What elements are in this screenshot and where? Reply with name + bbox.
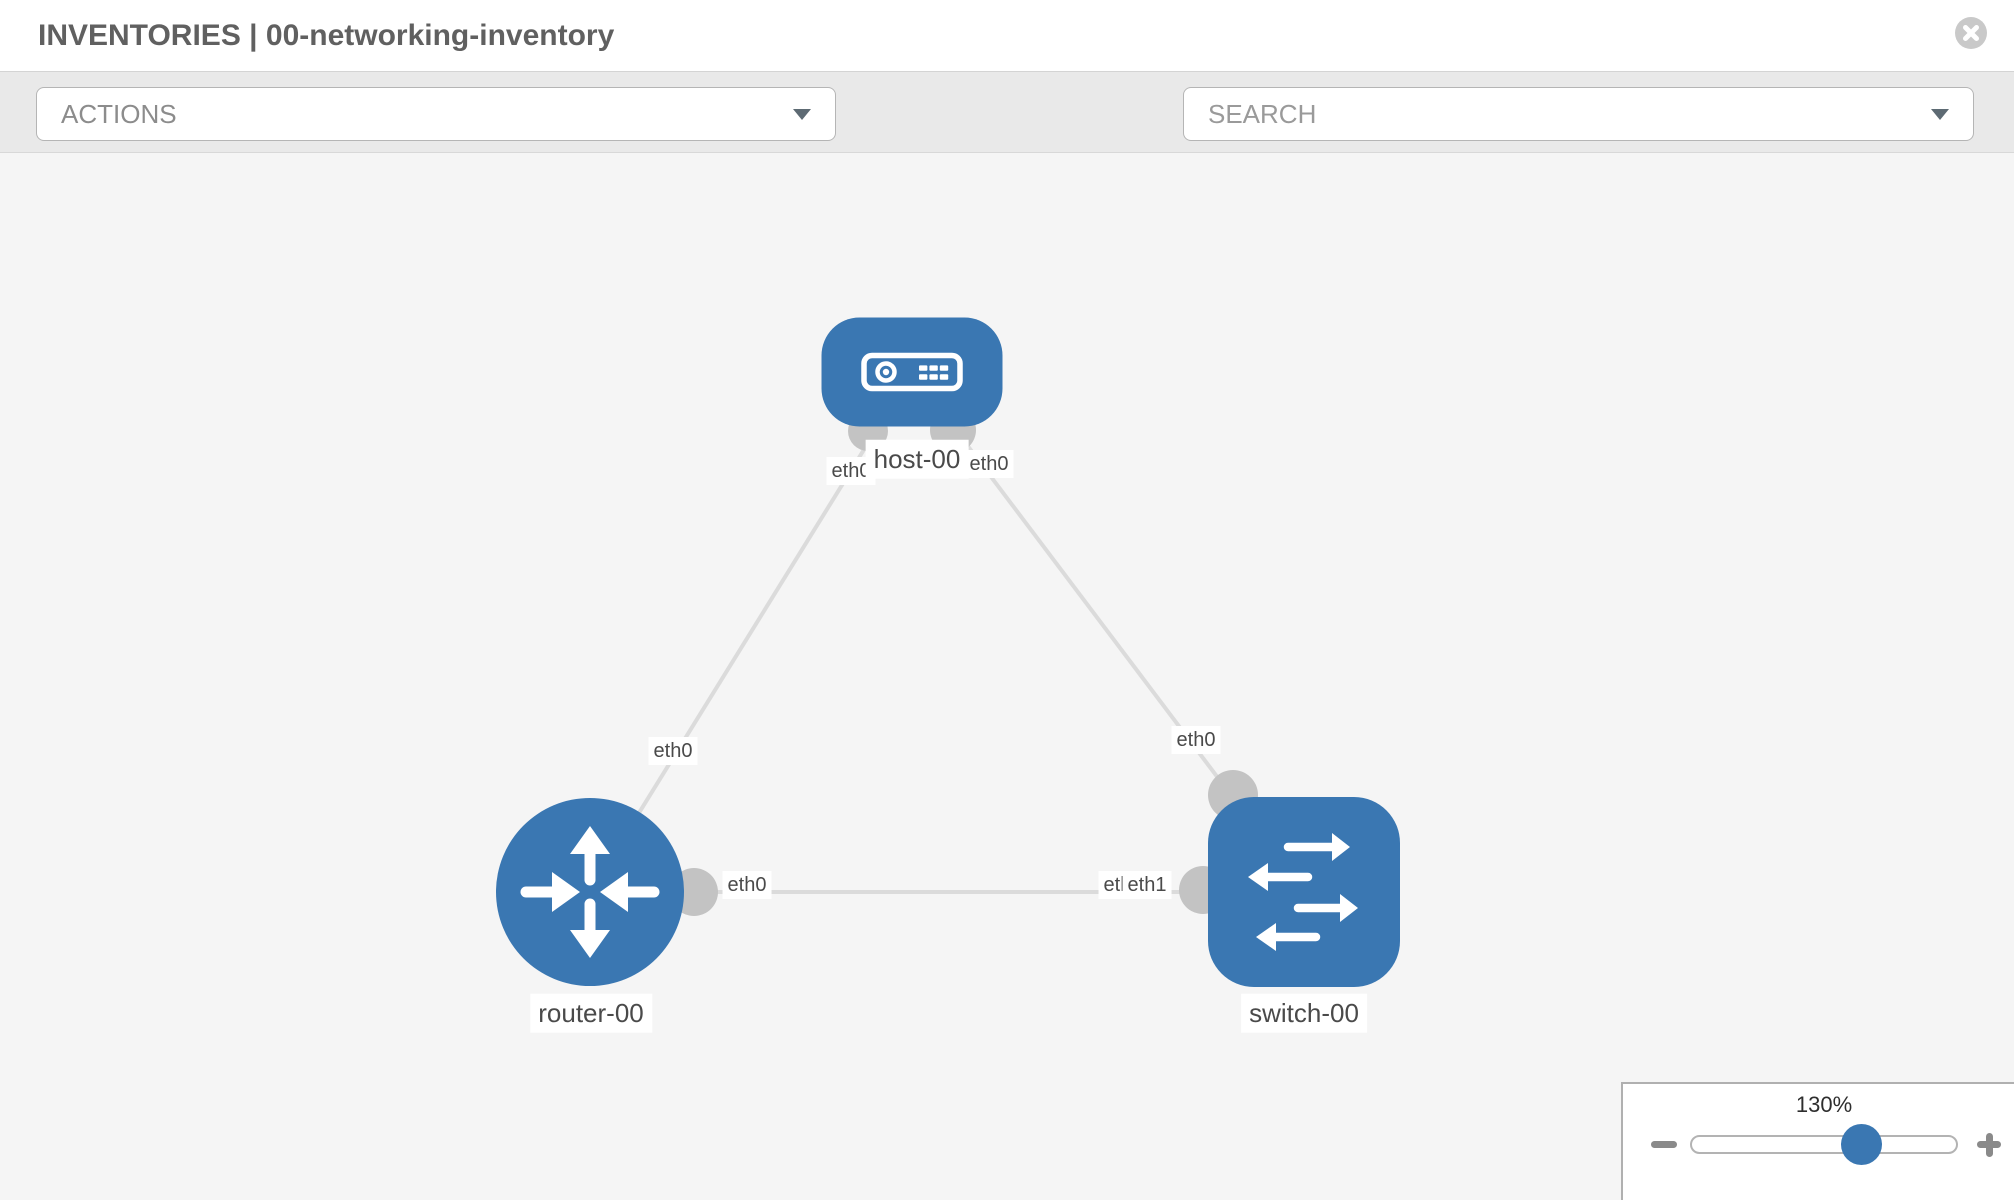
- node-switch-00[interactable]: [1208, 797, 1400, 987]
- x-circle-icon: [1954, 17, 1988, 53]
- interface-label: eth0: [648, 737, 698, 765]
- chevron-down-icon: [793, 109, 811, 120]
- router-icon: [520, 826, 660, 958]
- node-host-00[interactable]: [821, 317, 1003, 427]
- toolbar: ACTIONS SEARCH: [0, 71, 2014, 201]
- header: INVENTORIES | 00-networking-inventory: [0, 0, 2014, 71]
- zoom-level-label: 130%: [1795, 1092, 1853, 1117]
- topology-canvas[interactable]: eth0eth0eth0eth0eth0eth0eth1host-00route…: [0, 153, 2014, 1200]
- chevron-down-icon: [1931, 109, 1949, 120]
- interface-label: eth0: [1171, 726, 1221, 754]
- node-label-switch-00: switch-00: [1241, 993, 1367, 1033]
- zoom-in-button[interactable]: [1969, 1124, 2009, 1164]
- close-button[interactable]: [1954, 16, 1988, 50]
- actions-dropdown-label: ACTIONS: [61, 98, 177, 129]
- interface-label: eth1: [1122, 871, 1172, 899]
- minus-icon: [1651, 1141, 1677, 1148]
- node-label-host-00: host-00: [865, 439, 969, 479]
- node-router-00[interactable]: [496, 798, 684, 986]
- zoom-panel: 130%: [1621, 1082, 2014, 1200]
- interface-label: eth0: [964, 450, 1014, 478]
- zoom-out-button[interactable]: [1645, 1128, 1683, 1160]
- interface-label: eth0: [722, 871, 772, 899]
- node-label-router-00: router-00: [530, 993, 652, 1033]
- zoom-slider-track[interactable]: [1690, 1135, 1958, 1154]
- switch-icon: [1248, 833, 1358, 951]
- topology-svg: [496, 317, 1400, 987]
- actions-dropdown[interactable]: ACTIONS: [36, 87, 836, 141]
- zoom-slider-knob[interactable]: [1840, 1124, 1882, 1165]
- search-dropdown[interactable]: SEARCH: [1183, 87, 1974, 141]
- host-icon: [861, 352, 963, 392]
- page-title: INVENTORIES | 00-networking-inventory: [38, 18, 615, 52]
- search-dropdown-label: SEARCH: [1208, 98, 1317, 129]
